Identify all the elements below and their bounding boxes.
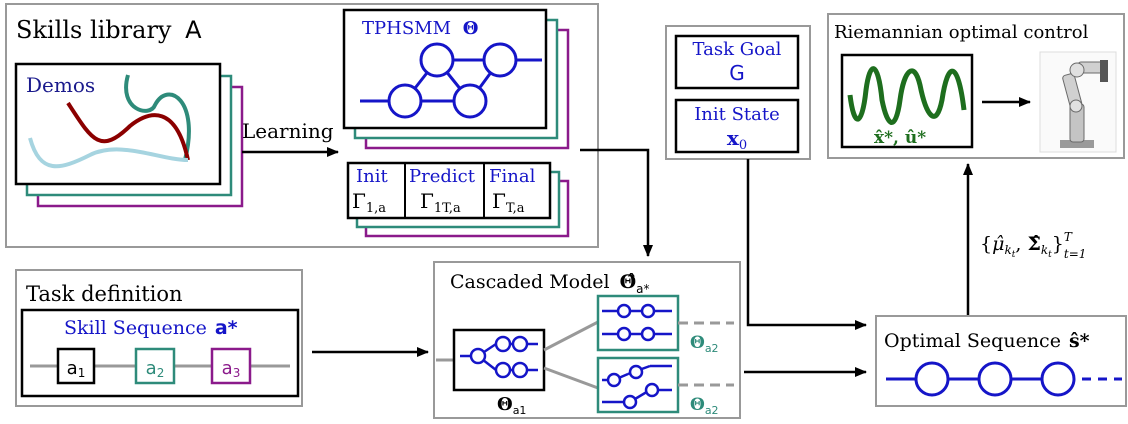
- skill-a3-box: [210, 347, 252, 385]
- frame-init-label: Init: [356, 166, 388, 187]
- hsmm-state-circle: [452, 83, 488, 119]
- library-to-cascade-arrow: [580, 148, 653, 257]
- hsmm-state-circle: [387, 83, 423, 119]
- demo-curve-red: [66, 101, 190, 161]
- skill-a1-label: a1: [67, 358, 86, 380]
- demo-curve-green: [124, 74, 191, 161]
- task-goal-value: G: [729, 61, 745, 85]
- skill-a2-box: [134, 347, 176, 385]
- cascade-model-a1: [452, 328, 546, 392]
- skill-a3-label: a3: [222, 358, 241, 380]
- skill-a1-box: [56, 347, 96, 385]
- riemannian-title: Riemannian optimal control: [834, 22, 1089, 43]
- task-goal-box: [674, 34, 800, 90]
- goal-state-panel: Task Goal G Init State x0: [665, 25, 811, 160]
- task-definition-title: Task definition: [26, 282, 183, 306]
- optimal-trajectory-curve: [847, 66, 967, 125]
- frame-final-label: Final: [489, 166, 536, 187]
- frame-final-symbol: ΓT,a: [492, 189, 525, 216]
- cascade-a2-bottom-label: Θa2: [690, 395, 719, 417]
- riemannian-panel: Riemannian optimal control x̂*, û*: [827, 13, 1125, 159]
- demos-label: Demos: [26, 73, 95, 97]
- tphsmm-title: TPHSMM Θ: [362, 18, 478, 39]
- learning-label: Learning: [242, 119, 334, 143]
- tphsmm-stack: TPHSMM Θ: [342, 8, 570, 150]
- frame-predict-symbol: Γ1T,a: [420, 189, 461, 216]
- frame-predict-label: Predict: [409, 166, 476, 187]
- hsmm-state-circle: [419, 42, 455, 78]
- skills-library-panel: Skills library A Demos Learning TPHSMM Θ: [5, 3, 599, 248]
- init-state-title: Init State: [694, 104, 780, 125]
- demo-curve-lightblue: [28, 137, 189, 169]
- skills-library-title: Skills library A: [16, 16, 202, 44]
- frames-stack: Init Γ1,a Predict Γ1T,a Final ΓT,a: [346, 161, 570, 238]
- hsmm-state-circle: [482, 42, 518, 78]
- cascade-model-a2-top: [596, 294, 680, 352]
- cascade-a2-top-label: Θa2: [690, 333, 719, 355]
- demos-stack: Demos: [14, 62, 244, 208]
- trajectory-label: x̂*, û*: [874, 128, 926, 148]
- robot-arm-icon: [1039, 51, 1117, 153]
- state-to-sequence-arrow: [746, 159, 867, 330]
- init-state-box: [674, 98, 800, 154]
- init-state-value: x0: [727, 126, 747, 153]
- hsmm-graph: [360, 42, 542, 119]
- frame-init-symbol: Γ1,a: [352, 189, 386, 216]
- task-goal-title: Task Goal: [693, 39, 782, 60]
- cascade-a1-label: Θa1: [497, 394, 526, 417]
- skill-a2-label: a2: [146, 358, 165, 380]
- optimal-sequence-states: [886, 361, 1122, 397]
